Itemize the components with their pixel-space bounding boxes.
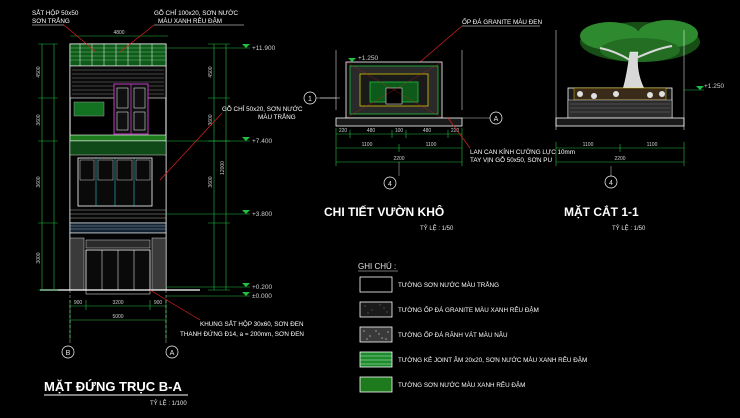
- ann-wood-strip2-paint: MÀU TRẮNG: [258, 112, 296, 121]
- garden-detail-view: ỐP ĐÁ GRANITE MÀU ĐEN +1.250 1 A: [303, 16, 575, 232]
- parapet-panel: [69, 43, 167, 67]
- garden-top-note: ỐP ĐÁ GRANITE MÀU ĐEN: [462, 16, 542, 26]
- ann-frame: KHUNG SẮT HỘP 30x60, SƠN ĐEN: [200, 319, 304, 328]
- section-scale: TỶ LỆ : 1/50: [612, 224, 646, 232]
- section-flowers: [577, 91, 665, 99]
- garden-railing: LAN CAN KÍNH CƯỜNG LỰC 10mm: [470, 147, 575, 156]
- legend-swatch-2: [359, 326, 393, 343]
- legend-swatch-3: [359, 351, 393, 368]
- ann-box-steel-paint: SƠN TRẮNG: [32, 16, 70, 25]
- section-level: +1.250: [704, 83, 724, 90]
- garden-scale: TỶ LỆ : 1/50: [420, 224, 454, 232]
- garden-axis-1: 1: [308, 96, 312, 103]
- tree-icon: [580, 20, 700, 93]
- window-floor2-mullions: [95, 158, 135, 206]
- legend-label-0: TƯỜNG SƠN NƯỚC MÀU TRẮNG: [398, 280, 499, 289]
- garden-dim-r2-0: 1100: [362, 142, 373, 148]
- garden-base: [335, 117, 463, 127]
- garden-level: +1.250: [358, 55, 378, 62]
- section-dim-r1-0: 1100: [583, 142, 594, 148]
- ann-bars: THANH ĐỨNG Đ14, a = 200mm, SƠN ĐEN: [180, 329, 304, 338]
- axis-label-a: A: [170, 350, 175, 357]
- level-markers: +11.900 +7.400 +3.800 +0.200 ±0.000: [166, 44, 276, 300]
- garden-dim-r1-1: 480: [367, 128, 376, 134]
- dim-bottom-0: 900: [74, 300, 83, 306]
- section-dim-lines: [555, 142, 685, 166]
- garden-dim-r1-0: 220: [339, 128, 348, 134]
- garden-dim-r2-1: 1100: [426, 142, 437, 148]
- planter-box: [73, 101, 105, 117]
- dim-bottom-3: 5000: [112, 314, 123, 320]
- garden-dim-r3-0: 2200: [393, 156, 404, 162]
- dim-right-0: 4500: [208, 66, 214, 77]
- axis-bubble-b: [61, 345, 75, 359]
- axis-label-b: B: [66, 350, 71, 357]
- level-4: ±0.000: [252, 293, 272, 300]
- dim-left-0: 4500: [36, 66, 42, 77]
- garden-title: CHI TIẾT VƯỜN KHÔ: [324, 204, 444, 219]
- garden-dim-r1-4: 220: [451, 128, 460, 134]
- section-axis-bubble-4: [604, 175, 618, 189]
- ann-wood-strip: GỖ CHỈ 100x20, SƠN NƯỚC: [154, 8, 239, 17]
- legend-label-2: TƯỜNG ỐP ĐÁ RÃNH VÁT MÀU NÂU: [398, 329, 508, 339]
- section-axis-4: 4: [609, 180, 613, 187]
- legend-label-1: TƯỜNG ỐP ĐÁ GRANITE MÀU XANH RÊU ĐẬM: [398, 304, 539, 314]
- dim-right-3: 12000: [220, 161, 226, 175]
- dim-bottom-2: 900: [154, 300, 163, 306]
- elevation-annotations: SẮT HỘP 50x50 SƠN TRẮNG GỖ CHỈ 100x20, S…: [32, 8, 304, 338]
- ann-wood-strip-paint: MÀU XANH RÊU ĐẬM: [158, 16, 222, 25]
- level-0: +11.900: [252, 45, 276, 52]
- dim-left-2: 3600: [36, 176, 42, 187]
- level-3: +0.200: [252, 284, 272, 291]
- dim-top-0: 4800: [113, 30, 124, 36]
- garden-dim-r1-2: 100: [395, 128, 404, 134]
- ann-wood-strip2: GỖ CHỈ 50x20, SƠN NƯỚC: [222, 104, 303, 113]
- elevation-title: MẶT ĐỨNG TRỤC B-A: [44, 379, 182, 394]
- section-base: [555, 117, 685, 127]
- section-dim-r1-1: 1100: [647, 142, 658, 148]
- stone-pier-left: [69, 237, 85, 291]
- legend-swatch-1: [359, 301, 393, 318]
- garden-axis-4: 4: [388, 181, 392, 188]
- legend-title: GHI CHÚ :: [358, 262, 396, 271]
- garden-axis-bubble-4: [383, 176, 397, 190]
- dim-left-3: 3000: [36, 252, 42, 263]
- legend-label-3: TƯỜNG KẺ JOINT ÂM 20x20, SƠN NƯỚC MÀU XA…: [398, 355, 587, 364]
- level-2: +3.800: [252, 211, 272, 218]
- garden-dim-r1-3: 480: [423, 128, 432, 134]
- axis-bubble-a: [165, 345, 179, 359]
- legend-swatch-0: [359, 276, 393, 293]
- dim-right-1: 3600: [208, 114, 214, 125]
- parapet-bars: [79, 44, 153, 66]
- legend: GHI CHÚ : TƯỜNG SƠN NƯỚC MÀU TRẮNG TƯỜNG…: [358, 262, 587, 393]
- garden-axis-a: A: [494, 116, 499, 123]
- elevation-view: 4800: [32, 8, 304, 407]
- ann-box-steel: SẮT HỘP 50x50: [32, 8, 79, 17]
- dim-right-2: 3600: [208, 176, 214, 187]
- elevation-scale: TỶ LỆ : 1/100: [150, 399, 187, 407]
- section-view: +1.250 1100 1100 2200 4 MẶT CẮT 1-1 TỶ L…: [555, 20, 724, 232]
- garden-handrail: TAY VỊN GỖ 50x50, SƠN PU: [470, 155, 552, 164]
- slab-floor2: [69, 134, 167, 142]
- level-1: +7.400: [252, 138, 272, 145]
- stone-pier-right: [151, 237, 167, 291]
- parapet-joints: [70, 47, 166, 61]
- section-dim-r2-0: 2200: [614, 156, 625, 162]
- canopy: [69, 222, 167, 234]
- dim-left-1: 3600: [36, 114, 42, 125]
- legend-label-4: TƯỜNG SƠN NƯỚC MÀU XANH RÊU ĐẬM: [398, 380, 525, 389]
- legend-swatch-4: [359, 376, 393, 393]
- dim-bottom-1: 3200: [112, 300, 123, 306]
- section-title: MẶT CẮT 1-1: [564, 204, 639, 219]
